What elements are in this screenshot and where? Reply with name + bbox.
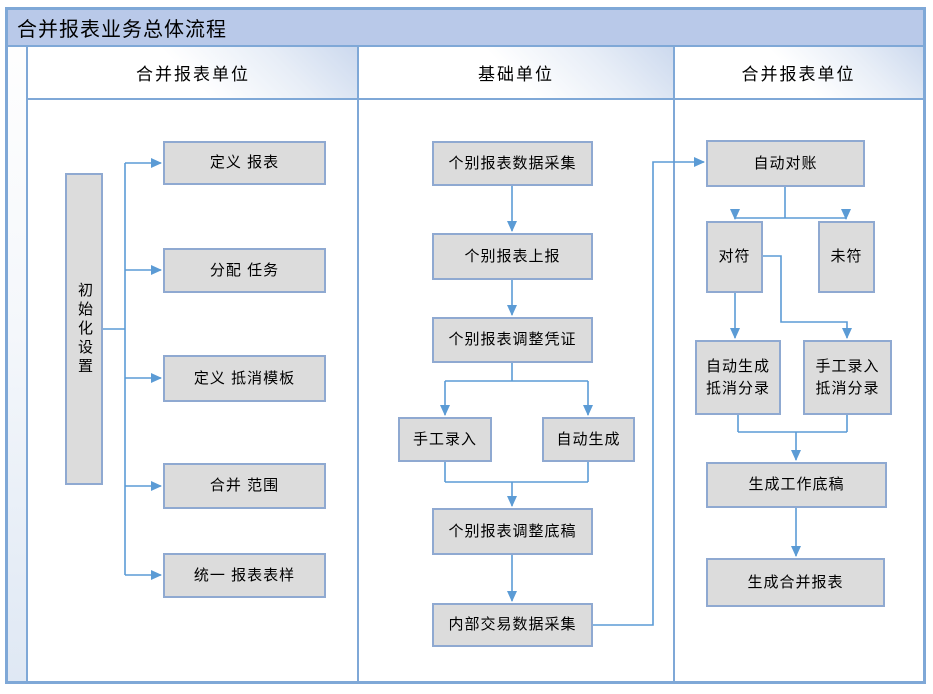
node-auto-reconcile: 自动对账 xyxy=(706,140,865,187)
node-consolidation-scope: 合并 范围 xyxy=(163,463,326,509)
node-define-report-label: 定义 报表 xyxy=(209,154,280,172)
node-consolidation-scope-label: 合并 范围 xyxy=(209,477,280,495)
node-init-settings: 初始化设置 xyxy=(65,173,103,485)
lane-header-right-label: 合并报表单位 xyxy=(741,65,856,84)
node-individual-submit-label: 个别报表上报 xyxy=(464,247,561,265)
node-individual-adjust-voucher: 个别报表调整凭证 xyxy=(432,317,593,363)
node-matched-label: 对符 xyxy=(718,248,751,266)
node-auto-reconcile-label: 自动对账 xyxy=(753,154,818,172)
phase-strip xyxy=(8,47,28,681)
node-unmatched: 未符 xyxy=(818,221,875,293)
node-define-report: 定义 报表 xyxy=(163,141,326,185)
node-unmatched-label: 未符 xyxy=(830,248,863,266)
node-individual-data-collect-label: 个别报表数据采集 xyxy=(448,154,577,172)
node-individual-submit: 个别报表上报 xyxy=(432,233,593,280)
node-internal-trade-collect: 内部交易数据采集 xyxy=(432,603,593,647)
lane-header-left-label: 合并报表单位 xyxy=(136,65,250,84)
node-unified-report-style: 统一 报表表样 xyxy=(163,553,326,598)
node-individual-adjust-voucher-label: 个别报表调整凭证 xyxy=(448,331,577,349)
lane-header-middle: 基础单位 xyxy=(358,47,674,98)
node-define-elim-template-label: 定义 抵消模板 xyxy=(193,369,296,387)
node-define-elim-template: 定义 抵消模板 xyxy=(163,355,326,402)
node-manual-elim-entry: 手工录入 抵消分录 xyxy=(803,340,892,415)
node-individual-adjust-draft: 个别报表调整底稿 xyxy=(432,508,593,555)
node-individual-data-collect: 个别报表数据采集 xyxy=(432,141,593,186)
lane-header-middle-label: 基础单位 xyxy=(478,65,554,84)
node-internal-trade-collect-label: 内部交易数据采集 xyxy=(448,616,577,634)
lane-header-left: 合并报表单位 xyxy=(28,47,358,98)
node-manual-elim-entry-label: 手工录入 抵消分录 xyxy=(815,357,880,397)
node-assign-task: 分配 任务 xyxy=(163,248,326,293)
node-init-settings-label: 初始化设置 xyxy=(76,281,93,377)
lane-header-right: 合并报表单位 xyxy=(674,47,923,98)
node-manual-entry: 手工录入 xyxy=(398,417,492,462)
node-auto-elim-entry: 自动生成 抵消分录 xyxy=(695,340,781,415)
node-individual-adjust-draft-label: 个别报表调整底稿 xyxy=(448,522,577,540)
node-gen-working-paper-label: 生成工作底稿 xyxy=(748,476,845,494)
node-manual-entry-label: 手工录入 xyxy=(412,430,477,448)
node-auto-generate: 自动生成 xyxy=(542,417,635,462)
node-gen-consolidated-report-label: 生成合并报表 xyxy=(747,573,844,591)
diagram-title-band: 合并报表业务总体流程 xyxy=(8,10,923,47)
node-matched: 对符 xyxy=(706,221,763,293)
lane-divider-1 xyxy=(357,47,359,681)
node-unified-report-style-label: 统一 报表表样 xyxy=(193,566,296,584)
diagram-title: 合并报表业务总体流程 xyxy=(17,19,227,41)
node-assign-task-label: 分配 任务 xyxy=(209,261,280,279)
node-auto-elim-entry-label: 自动生成 抵消分录 xyxy=(705,357,770,397)
node-auto-generate-label: 自动生成 xyxy=(556,430,621,448)
node-gen-consolidated-report: 生成合并报表 xyxy=(706,558,885,607)
lane-divider-2 xyxy=(673,47,675,681)
lane-header-row: 合并报表单位 基础单位 合并报表单位 xyxy=(28,47,923,100)
node-gen-working-paper: 生成工作底稿 xyxy=(706,462,887,508)
